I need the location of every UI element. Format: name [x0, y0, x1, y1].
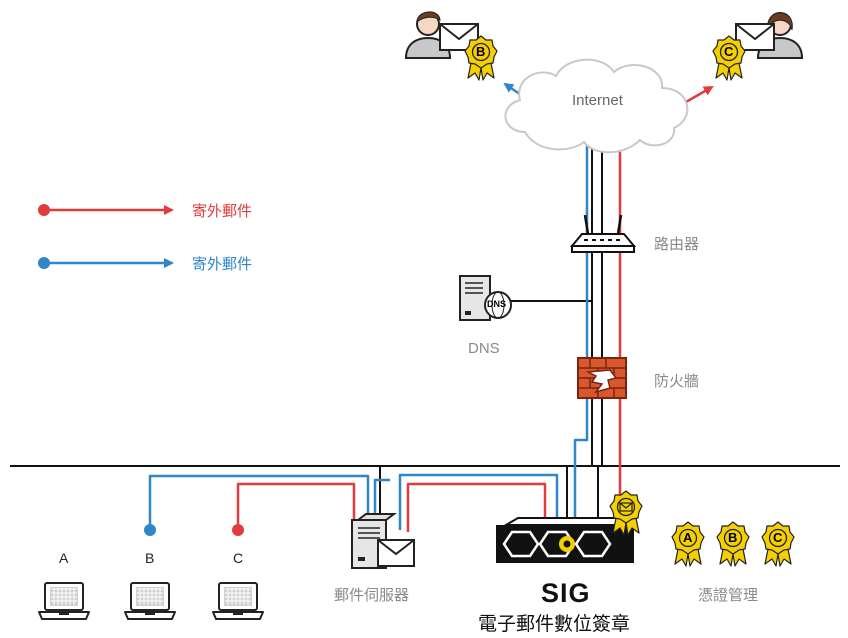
trunk-lines — [379, 142, 603, 522]
recipient-right-badge-letter: C — [724, 44, 734, 59]
client-b-dot — [144, 524, 156, 536]
blue-mail-path — [148, 84, 589, 539]
legend-red-arrow — [38, 204, 174, 216]
internet-label: Internet — [572, 92, 623, 109]
legend-blue-label: 寄外郵件 — [192, 256, 253, 273]
cert-badge-c-letter: C — [773, 530, 783, 545]
recipient-right-envelope-icon — [735, 23, 775, 51]
client-a-label: A — [59, 550, 69, 566]
firewall-icon — [577, 357, 627, 399]
client-c-label: C — [233, 550, 244, 566]
sig-appliance-icon — [496, 517, 635, 563]
firewall-label: 防火牆 — [654, 373, 700, 390]
dns-server-icon — [459, 275, 512, 321]
client-b-label: B — [145, 550, 155, 566]
legend-red-label: 寄外郵件 — [192, 203, 253, 220]
recipient-left-badge-letter: B — [476, 44, 486, 59]
laptop-a-icon — [38, 582, 90, 620]
legend-blue-arrow — [38, 257, 174, 269]
dns-icon-text: DNS — [487, 299, 507, 309]
laptop-b-icon — [124, 582, 176, 620]
mail-server-label: 郵件伺服器 — [334, 587, 410, 604]
sig-subtitle: 電子郵件數位簽章 — [478, 614, 631, 635]
cloud-icon — [504, 58, 689, 154]
router-icon — [569, 214, 637, 253]
router-label: 路由器 — [654, 236, 700, 253]
cert-badge-a-letter: A — [683, 530, 693, 545]
cert-badge-b-letter: B — [728, 530, 738, 545]
mail-server-envelope-icon — [377, 539, 415, 567]
client-c-dot — [232, 524, 244, 536]
sig-mail-award-badge-icon — [609, 490, 643, 536]
cert-mgmt-label: 憑證管理 — [698, 587, 759, 604]
dns-label: DNS — [468, 340, 500, 357]
laptop-c-icon — [212, 582, 264, 620]
sig-title: SIG — [541, 578, 591, 608]
